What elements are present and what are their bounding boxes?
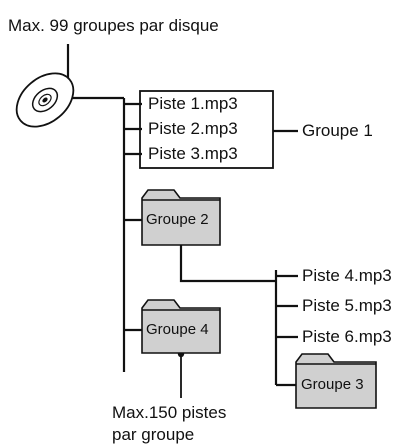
- root-file-1: Piste 1.mp3: [148, 94, 238, 113]
- group2-connector: [179, 245, 276, 283]
- root-file-2: Piste 2.mp3: [148, 119, 238, 138]
- folder-icon-group3: [295, 353, 377, 409]
- group2-file-2: Piste 5.mp3: [302, 296, 392, 315]
- group2-label: Groupe 2: [146, 211, 209, 228]
- group3-label: Groupe 3: [301, 376, 364, 393]
- group4-label: Groupe 4: [146, 321, 209, 338]
- folder-icon-group4: [141, 299, 221, 354]
- root-file-3: Piste 3.mp3: [148, 144, 238, 163]
- group1-label: Groupe 1: [302, 121, 373, 140]
- max-groups-label: Max. 99 groupes par disque: [8, 16, 219, 35]
- folder-icon-group2: [141, 189, 221, 246]
- disc-icon: [15, 72, 75, 128]
- group2-file-3: Piste 6.mp3: [302, 327, 392, 346]
- root-files-box: [139, 90, 274, 169]
- max-tracks-label-line1: Max.150 pistes: [112, 403, 227, 422]
- group2-file-1: Piste 4.mp3: [302, 266, 392, 285]
- max-tracks-label-line2: par groupe: [112, 425, 195, 444]
